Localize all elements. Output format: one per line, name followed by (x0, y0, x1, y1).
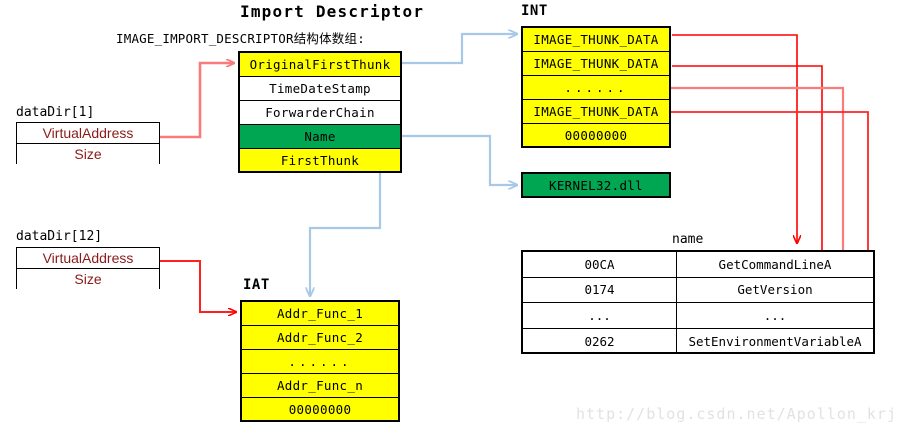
watermark-text: http://blog.csdn.net/Apollon_krj (576, 405, 897, 423)
datadir12-label: dataDir[12] (16, 229, 103, 244)
import-descriptor-row-originalfirstthunk: OriginalFirstThunk (240, 53, 400, 77)
name-table-label: name (672, 232, 704, 247)
name-table-row: 0174 GetVersion (523, 277, 873, 303)
name-table-func: SetEnvironmentVariableA (688, 333, 862, 349)
wire-int-row4-to-name-row4 (669, 111, 868, 311)
iat-label: IAT (243, 277, 270, 293)
name-table: 00CA GetCommandLineA 0174 GetVersion ...… (521, 250, 875, 354)
wire-int-row1-to-name-row1 (672, 34, 797, 243)
name-table-row: ... ... (523, 303, 873, 329)
iat-row-ellipsis: ...... (242, 350, 398, 374)
name-table-row: 0262 SetEnvironmentVariableA (523, 328, 873, 354)
int-row-1: IMAGE_THUNK_DATA (523, 28, 669, 52)
struct-array-label: IMAGE_IMPORT_DESCRIPTOR结构体数组: (116, 31, 365, 46)
dll-name-box: KERNEL32.dll (521, 172, 671, 198)
import-descriptor-row-timedatestamp: TimeDateStamp (240, 77, 400, 101)
int-row-terminator: 00000000 (523, 124, 669, 146)
iat-box: Addr_Func_1 Addr_Func_2 ...... Addr_Func… (240, 300, 400, 422)
iat-row-n: Addr_Func_n (242, 374, 398, 398)
name-table-hint: 0262 (523, 328, 677, 354)
dll-name-text: KERNEL32.dll (523, 174, 669, 196)
iat-row-2: Addr_Func_2 (242, 326, 398, 350)
int-row-ellipsis: ...... (523, 76, 669, 100)
int-box: IMAGE_THUNK_DATA IMAGE_THUNK_DATA ......… (521, 26, 671, 148)
wire-int-row3-to-name-row3 (668, 86, 843, 301)
datadir1-box: VirtualAddress Size (16, 122, 160, 164)
name-table-func: GetVersion (737, 282, 813, 298)
datadir1-virtualaddress-row: VirtualAddress (17, 123, 159, 144)
datadir12-virtualaddress-row: VirtualAddress (17, 248, 159, 269)
import-descriptor-row-firstthunk: FirstThunk (240, 149, 400, 171)
name-table-hint: 0174 (523, 277, 677, 302)
name-table-hint: 00CA (523, 252, 677, 277)
datadir12-box: VirtualAddress Size (16, 247, 160, 289)
int-label: INT (521, 3, 548, 19)
datadir1-label: dataDir[1] (16, 105, 95, 120)
name-table-row: 00CA GetCommandLineA (523, 252, 873, 278)
wire-firstthunk-to-iat (310, 172, 382, 296)
iat-row-terminator: 00000000 (242, 398, 398, 420)
name-table-hint: ... (523, 303, 677, 328)
int-row-n: IMAGE_THUNK_DATA (523, 100, 669, 124)
page-title: Import Descriptor (240, 2, 425, 21)
import-descriptor-row-forwarderchain: ForwarderChain (240, 101, 400, 125)
import-descriptor-row-name: Name (240, 125, 400, 149)
import-descriptor-box: OriginalFirstThunk TimeDateStamp Forward… (238, 51, 402, 173)
wire-int-row2-to-name-row2 (672, 65, 822, 281)
wire-datadir1-to-originalfirstthunk (160, 63, 234, 139)
int-row-2: IMAGE_THUNK_DATA (523, 52, 669, 76)
wire-name-to-dllname (402, 134, 517, 185)
name-table-func: GetCommandLineA (718, 256, 832, 272)
wire-datadir12-to-iat (160, 260, 236, 312)
datadir1-size-row: Size (17, 144, 159, 164)
name-table-func: ... (763, 307, 787, 323)
iat-row-1: Addr_Func_1 (242, 302, 398, 326)
wire-originalfirstthunk-to-int (402, 34, 517, 65)
datadir12-size-row: Size (17, 269, 159, 289)
